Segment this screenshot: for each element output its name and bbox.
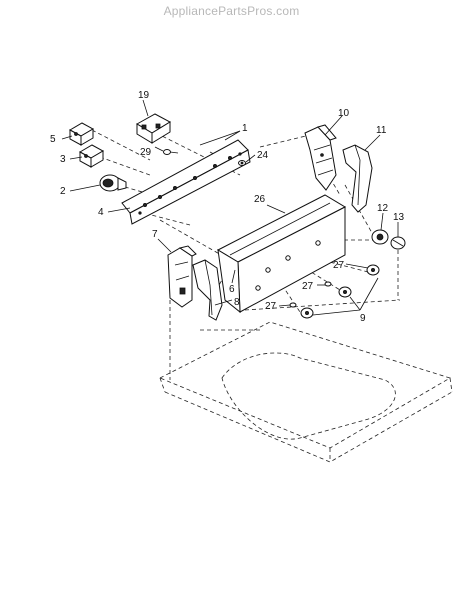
callout-10: 10	[338, 108, 350, 119]
knob-27-c	[300, 307, 314, 319]
end-cap-10	[304, 124, 337, 191]
switch-3	[78, 144, 105, 168]
end-cap-8	[192, 259, 223, 321]
switch-5	[68, 122, 95, 146]
callout-26: 26	[254, 194, 266, 205]
callout-8: 8	[234, 297, 240, 308]
watermark: AppliancePartsPros.com	[163, 4, 300, 18]
screw-24	[238, 160, 246, 166]
knob-13	[390, 236, 406, 250]
end-cap-7	[167, 245, 197, 308]
callout-12: 12	[377, 203, 389, 214]
callout-19: 19	[138, 90, 150, 101]
knob-27-b	[338, 286, 352, 298]
callout-labels: 19 1 5 29 24 3 2 4 26 10 11 12 13 7 6 8 …	[50, 90, 405, 324]
callout-7: 7	[152, 229, 158, 240]
callout-3: 3	[60, 154, 66, 165]
callout-27-c: 27	[265, 301, 277, 312]
callout-13: 13	[393, 212, 405, 223]
callout-29: 29	[140, 147, 152, 158]
callout-27-b: 27	[302, 281, 314, 292]
callout-5: 5	[50, 134, 56, 145]
timer-2	[99, 174, 127, 192]
knob-12	[371, 229, 389, 245]
console-panel	[216, 194, 347, 314]
callout-24: 24	[257, 150, 269, 161]
callout-27-a: 27	[333, 260, 345, 271]
end-cap-11	[342, 144, 373, 213]
callout-6: 6	[229, 284, 235, 295]
switch-19	[136, 113, 172, 144]
cabinet-top-outline	[159, 321, 453, 463]
callout-11: 11	[376, 125, 387, 136]
callout-1: 1	[242, 123, 248, 134]
screw-29	[163, 149, 179, 155]
callout-4: 4	[98, 207, 104, 218]
leader-lines	[61, 99, 399, 316]
control-bracket	[121, 139, 251, 225]
clip-27-small	[289, 281, 332, 308]
knob-27-a	[366, 264, 380, 276]
callout-9: 9	[360, 313, 366, 324]
callout-2: 2	[60, 186, 66, 197]
